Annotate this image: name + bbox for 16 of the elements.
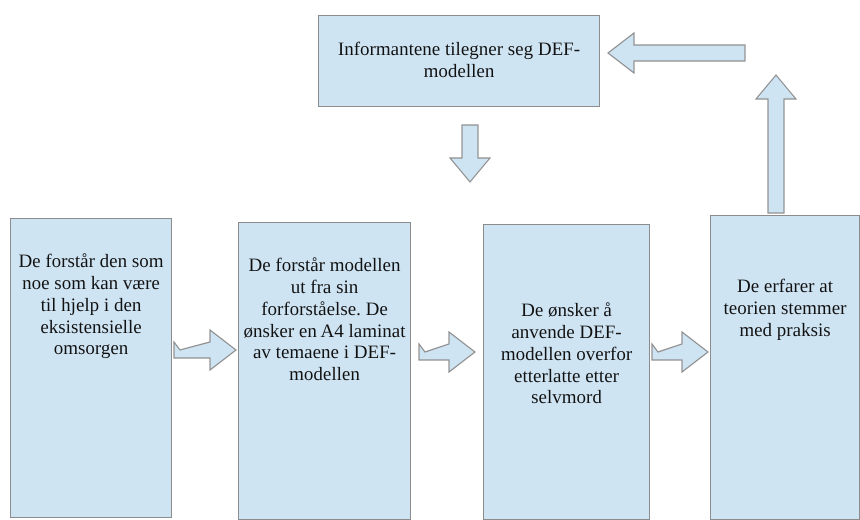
block-arrow [607,32,746,74]
process-box [318,15,600,107]
process-box [710,215,860,520]
block-arrow [448,124,492,183]
process-box [238,222,411,520]
block-arrow [754,74,798,214]
block-arrow [651,330,709,374]
box-text: De forstår den som noe som kan være til hjelp i den eksistensielle omsorgen [17,251,165,360]
box-text: De erfarer at teorien stemmer med praksis [722,276,848,342]
box-text: De forstår modellen ut fra sin forforståelse. De ønsker en A4 laminat av temaene i DEF-modellen [243,255,406,386]
box-text: De ønsker å anvende DEF-modellen overfor etterlatte etter selvmord [500,300,634,410]
box-text: Informantene tilegner seg DEF-modellen [336,39,582,83]
block-arrow [173,328,237,372]
block-arrow [418,330,476,374]
process-box [10,218,172,518]
process-box [483,224,650,520]
